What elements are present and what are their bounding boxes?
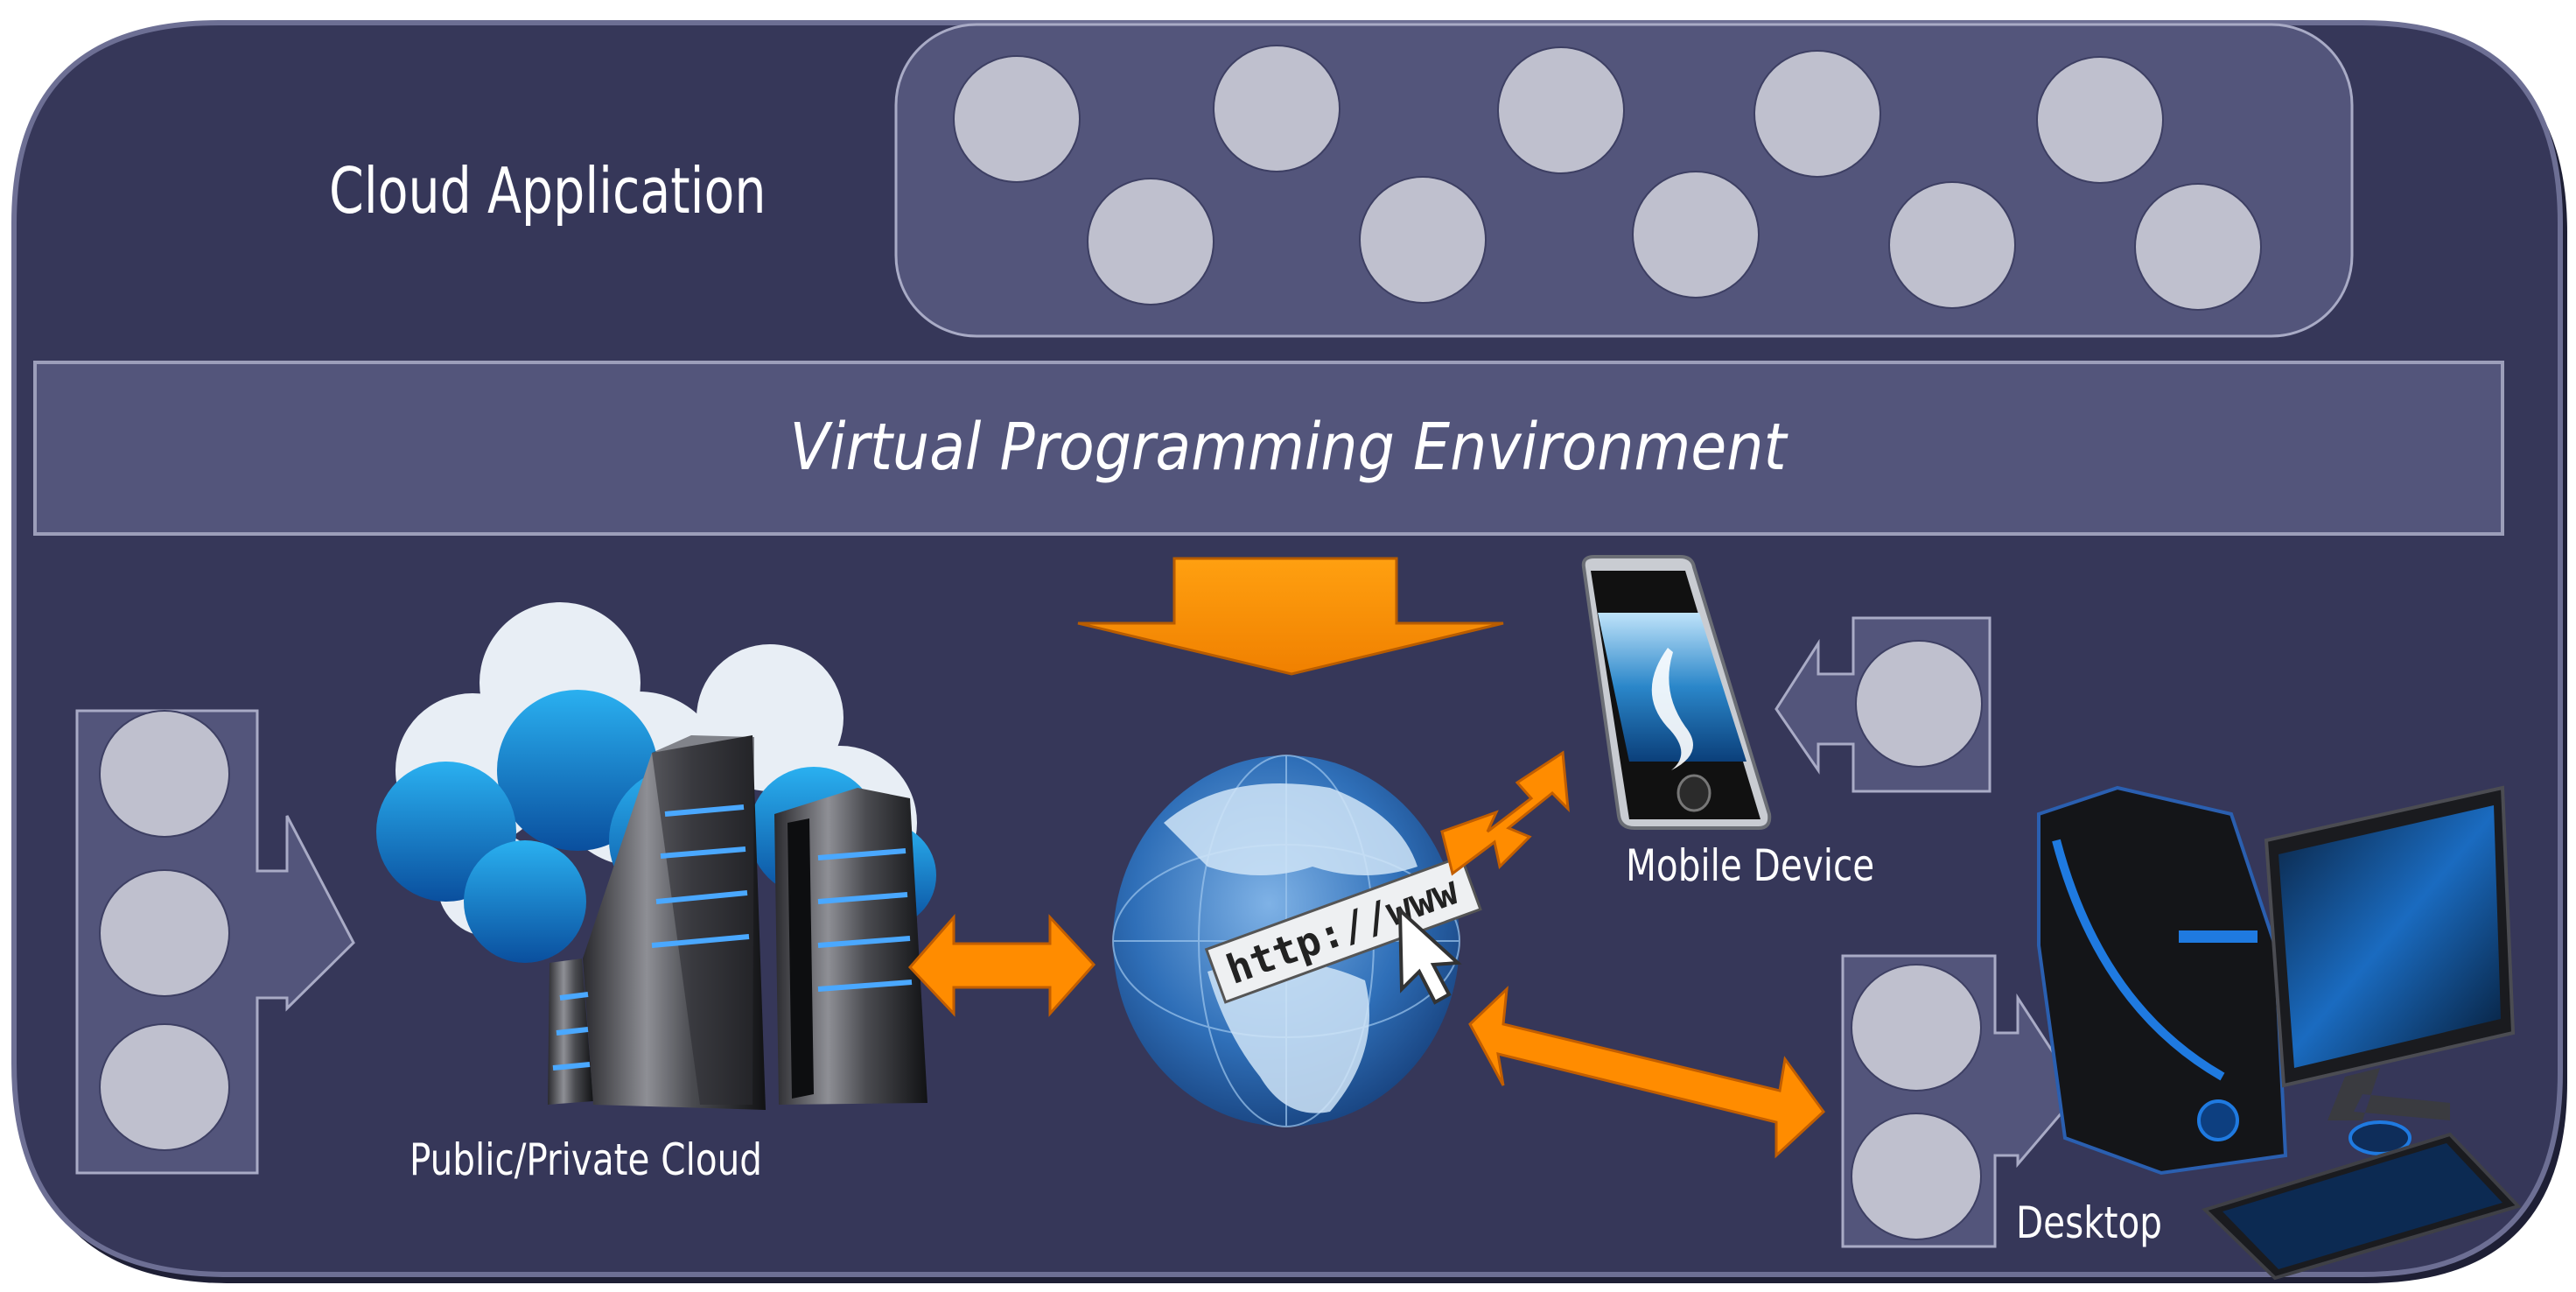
mobile-input-component bbox=[1855, 640, 1983, 768]
mobile-label: Mobile Device bbox=[1626, 840, 1875, 891]
cloud-application-title: Cloud Application bbox=[329, 154, 766, 228]
cloud-label: Public/Private Cloud bbox=[410, 1134, 762, 1185]
application-component bbox=[1087, 178, 1214, 305]
cloud-input-component bbox=[99, 710, 230, 838]
mobile-internet-arrow-icon bbox=[1440, 750, 1570, 876]
application-component bbox=[1754, 50, 1881, 178]
cloud-input-component bbox=[99, 1023, 230, 1151]
cursor-icon bbox=[1397, 906, 1462, 1005]
mobile-input-box bbox=[1774, 616, 1992, 793]
desktop-input-component bbox=[1851, 964, 1982, 1092]
cloud-server-icon bbox=[376, 602, 936, 1110]
application-component bbox=[2134, 183, 2262, 311]
application-component bbox=[1632, 171, 1760, 298]
application-panel bbox=[894, 23, 2354, 338]
desktop-internet-arrow-icon bbox=[1468, 986, 1826, 1159]
vpe-layer-bar bbox=[33, 361, 2504, 536]
cloud-input-component bbox=[99, 869, 230, 997]
down-arrow-icon bbox=[1077, 557, 1504, 676]
desktop-input-component bbox=[1851, 1113, 1982, 1240]
desktop-label: Desktop bbox=[2016, 1197, 2162, 1248]
application-component bbox=[1497, 46, 1625, 174]
desktop-computer-icon bbox=[2037, 785, 2522, 1281]
application-component bbox=[1359, 176, 1487, 304]
vpe-layer-label: Virtual Programming Environment bbox=[789, 410, 1787, 485]
desktop-input-box bbox=[1841, 954, 2081, 1248]
application-components bbox=[953, 45, 2262, 311]
application-component bbox=[2036, 56, 2164, 184]
cloud-input-box bbox=[75, 709, 355, 1175]
globe-icon: http://www bbox=[1112, 755, 1482, 1127]
cloud-internet-arrow-icon bbox=[907, 914, 1096, 1017]
smartphone-icon bbox=[1581, 555, 1772, 830]
application-component bbox=[1213, 45, 1340, 172]
application-component bbox=[1888, 181, 2016, 309]
application-component bbox=[953, 55, 1081, 183]
